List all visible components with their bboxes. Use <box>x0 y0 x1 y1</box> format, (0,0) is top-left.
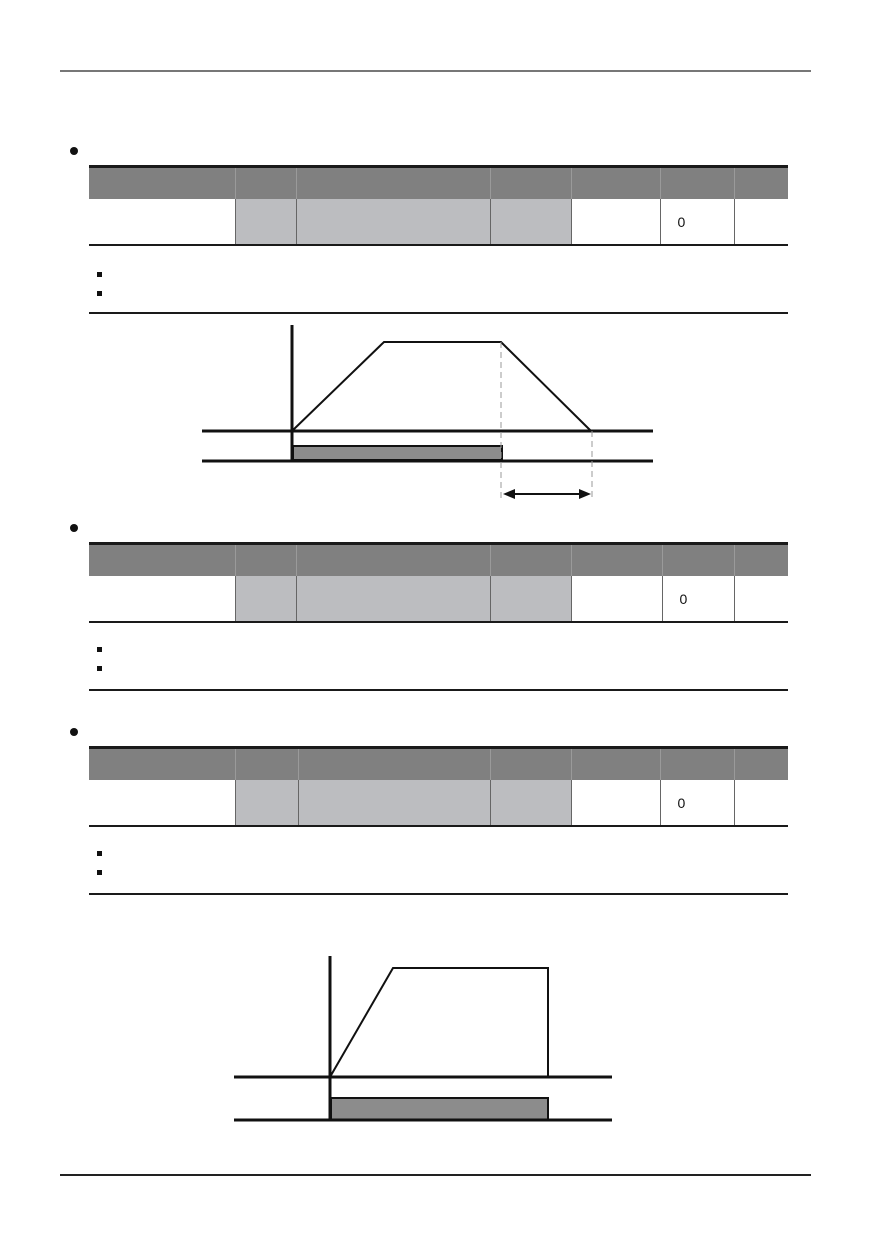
comm-cell <box>235 576 297 623</box>
diagram-1-run-signal-bar <box>292 445 503 461</box>
header-cell-name <box>296 165 491 199</box>
lcd-cell <box>490 199 572 246</box>
table-header-row <box>89 542 788 576</box>
lcd-cell <box>490 576 572 623</box>
unit-cell <box>734 576 788 623</box>
header-cell-name <box>296 542 491 576</box>
header-cell-default <box>660 746 735 780</box>
table-header-row <box>89 746 788 780</box>
header-cell-comm-no <box>235 746 299 780</box>
setting-cell <box>571 576 663 623</box>
header-cell-unit <box>734 165 788 199</box>
header-cell-default <box>660 165 735 199</box>
note-bullet <box>97 272 102 277</box>
section-1-bullet <box>70 147 78 155</box>
header-cell-comm-no <box>235 165 297 199</box>
header-cell-lcd <box>490 165 572 199</box>
parameter-section-3: 0 <box>89 746 788 895</box>
code-cell <box>89 780 236 827</box>
diagram-1-frequency-profile <box>291 341 592 432</box>
parameter-section-2: 0 <box>89 542 788 691</box>
diagram-2-run-signal-bar <box>330 1097 549 1121</box>
unit-cell <box>734 780 788 827</box>
header-cell-comm-no <box>235 542 297 576</box>
note-bullet <box>97 647 102 652</box>
code-cell <box>89 199 236 246</box>
code-cell <box>89 576 236 623</box>
table-row: 0 <box>89 199 788 246</box>
header-cell-unit <box>734 746 788 780</box>
parameter-section-1: 0 <box>89 165 788 314</box>
diagram-2-group <box>234 956 612 1122</box>
header-cell-code <box>89 542 236 576</box>
notes-block-1 <box>89 246 788 314</box>
diagram-2-frequency-profile <box>329 967 549 1078</box>
header-cell-setting <box>571 746 661 780</box>
diagram-1-arrowhead-left <box>503 489 515 499</box>
parameter-table-1: 0 <box>89 165 788 246</box>
header-cell-unit <box>734 542 788 576</box>
comm-cell <box>235 199 297 246</box>
footer-rule <box>60 1174 811 1176</box>
section-2-bullet <box>70 524 78 532</box>
name-cell <box>296 576 491 623</box>
unit-cell <box>734 199 788 246</box>
header-cell-setting <box>571 165 661 199</box>
name-cell <box>296 199 491 246</box>
header-cell-lcd <box>490 746 572 780</box>
note-bullet <box>97 666 102 671</box>
header-cell-lcd <box>490 542 572 576</box>
default-value-cell: 0 <box>660 780 735 827</box>
setting-cell <box>571 199 661 246</box>
header-cell-code <box>89 746 236 780</box>
table-header-row <box>89 165 788 199</box>
setting-cell <box>571 780 661 827</box>
notes-block-2 <box>89 623 788 691</box>
header-cell-setting <box>571 542 663 576</box>
note-bullet <box>97 291 102 296</box>
section-3-bullet <box>70 728 78 736</box>
parameter-table-3: 0 <box>89 746 788 827</box>
notes-block-3 <box>89 827 788 895</box>
diagram-1-arrowhead-right <box>579 489 591 499</box>
header-cell-name <box>298 746 491 780</box>
header-rule <box>60 70 811 72</box>
header-cell-default <box>662 542 735 576</box>
lcd-cell <box>490 780 572 827</box>
parameter-table-2: 0 <box>89 542 788 623</box>
diagram-1-group <box>202 325 653 500</box>
comm-cell <box>235 780 299 827</box>
name-cell <box>298 780 491 827</box>
note-bullet <box>97 851 102 856</box>
default-value-cell: 0 <box>660 199 735 246</box>
table-row: 0 <box>89 576 788 623</box>
note-bullet <box>97 870 102 875</box>
default-value-cell: 0 <box>662 576 735 623</box>
header-cell-code <box>89 165 236 199</box>
table-row: 0 <box>89 780 788 827</box>
